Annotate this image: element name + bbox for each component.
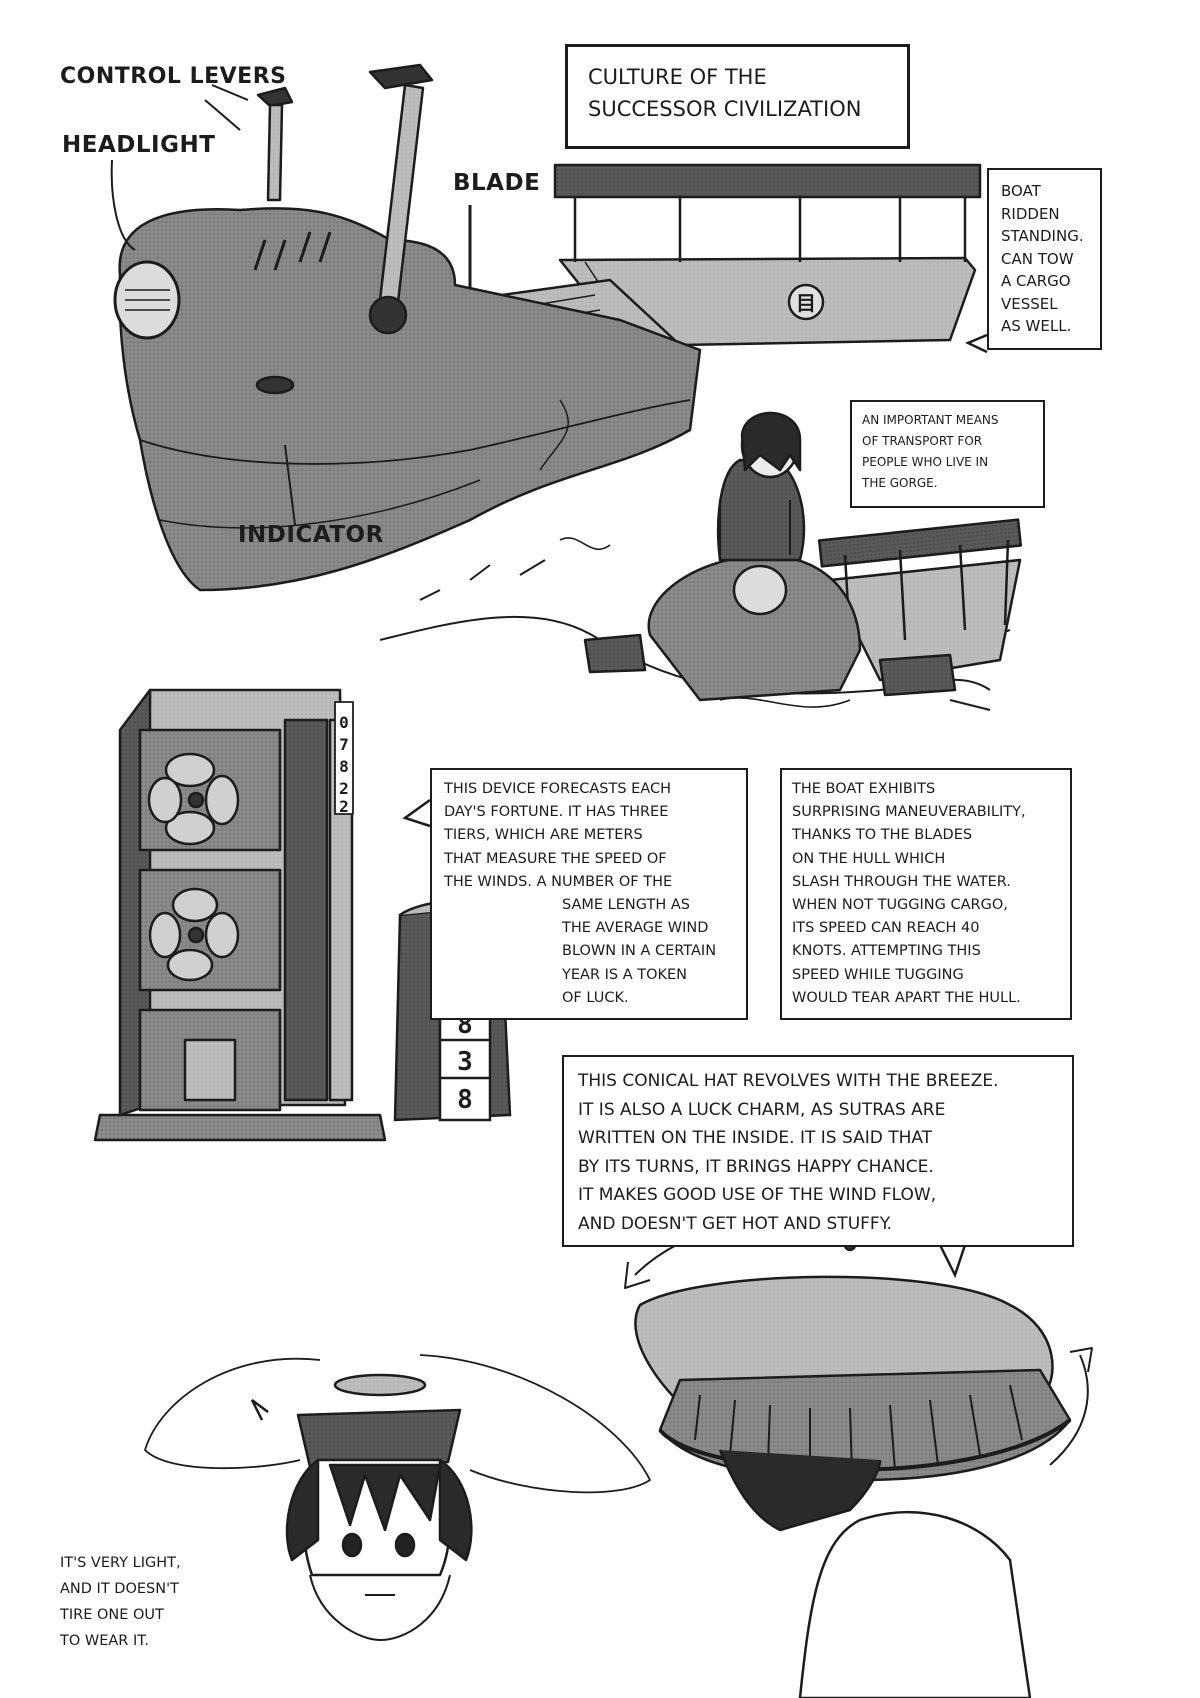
caption-device-line: DAY'S FORTUNE. IT HAS THREE bbox=[444, 804, 669, 821]
rider-illustration bbox=[379, 411, 1023, 711]
caption-maneuver-line: THANKS TO THE BLADES bbox=[792, 827, 973, 844]
caption-maneuver-line: SURPRISING MANEUVERABILITY, bbox=[792, 804, 1026, 821]
page-title-line-2: SUCCESSOR CIVILIZATION bbox=[588, 97, 862, 121]
page-title-box: CULTURE OF THE SUCCESSOR CIVILIZATION bbox=[565, 44, 910, 149]
caption-hat-line: WRITTEN ON THE INSIDE. IT IS SAID THAT bbox=[578, 1128, 933, 1148]
caption-device-line: THAT MEASURE THE SPEED OF bbox=[444, 850, 667, 867]
caption-boat-line: CAN TOW bbox=[1001, 249, 1074, 268]
label-headlight: HEADLIGHT bbox=[62, 132, 216, 158]
caption-maneuver-line: KNOTS. ATTEMPTING THIS bbox=[792, 943, 981, 960]
caption-transport-line: PEOPLE WHO LIVE IN bbox=[862, 455, 989, 469]
label-blade: BLADE bbox=[453, 170, 541, 196]
caption-hat-line: IT IS ALSO A LUCK CHARM, AS SUTRAS ARE bbox=[578, 1099, 946, 1120]
tall-digit-1: 0 bbox=[339, 713, 349, 732]
boat-illustration bbox=[110, 63, 982, 592]
caption-light-line: IT'S VERY LIGHT, bbox=[60, 1555, 181, 1571]
fortune-device-illustration bbox=[93, 688, 387, 1142]
caption-device-line: THE AVERAGE WIND bbox=[562, 920, 709, 937]
caption-transport: AN IMPORTANT MEANS OF TRANSPORT FOR PEOP… bbox=[850, 400, 1045, 508]
caption-light-line: TIRE ONE OUT bbox=[60, 1607, 164, 1623]
caption-hat-line: IT MAKES GOOD USE OF THE WIND FLOW, bbox=[578, 1185, 937, 1205]
caption-boat-line: AS WELL. bbox=[1001, 317, 1072, 335]
caption-maneuver-line: SPEED WHILE TUGGING bbox=[792, 966, 964, 983]
caption-device-line: SAME LENGTH AS bbox=[562, 897, 690, 914]
caption-boat-line: STANDING. bbox=[1001, 227, 1084, 245]
label-indicator: INDICATOR bbox=[238, 522, 384, 548]
small-digit-4: 3 bbox=[457, 1047, 473, 1077]
caption-maneuver-line: WOULD TEAR APART THE HULL. bbox=[792, 989, 1021, 1006]
caption-boat-line: A CARGO bbox=[1001, 272, 1071, 290]
caption-boat-line: BOAT bbox=[1001, 182, 1041, 200]
caption-transport-line: OF TRANSPORT FOR bbox=[862, 434, 983, 448]
hat-wearer-illustration bbox=[144, 1354, 651, 1641]
caption-device-line: YEAR IS A TOKEN bbox=[562, 966, 688, 983]
caption-hat-line: AND DOESN'T GET HOT AND STUFFY. bbox=[578, 1213, 893, 1234]
caption-maneuver-line: ON THE HULL WHICH bbox=[792, 850, 946, 867]
caption-device-line: BLOWN IN A CERTAIN bbox=[562, 943, 717, 960]
caption-boat-line: RIDDEN bbox=[1001, 204, 1060, 223]
rotating-hat-illustration bbox=[624, 1213, 1093, 1698]
label-control-levers: CONTROL LEVERS bbox=[60, 64, 287, 89]
caption-device-line: THIS DEVICE FORECASTS EACH bbox=[444, 781, 672, 797]
caption-maneuver-line: WHEN NOT TUGGING CARGO, bbox=[792, 897, 1008, 914]
caption-device-line: TIERS, WHICH ARE METERS bbox=[444, 827, 643, 844]
caption-light-line: TO WEAR IT. bbox=[60, 1633, 150, 1649]
caption-transport-line: AN IMPORTANT MEANS bbox=[862, 413, 999, 427]
caption-hat-line: THIS CONICAL HAT REVOLVES WITH THE BREEZ… bbox=[578, 1071, 999, 1091]
caption-device-line: THE WINDS. A NUMBER OF THE bbox=[444, 873, 673, 890]
caption-maneuver-line: ITS SPEED CAN REACH 40 bbox=[792, 920, 980, 937]
tall-digit-4: 2 bbox=[339, 779, 349, 798]
tall-digit-5: 2 bbox=[339, 797, 349, 816]
tall-meter-digits: 0 7 8 2 2 bbox=[339, 713, 349, 816]
page-title-line-1: CULTURE OF THE bbox=[588, 65, 767, 89]
small-digit-5: 8 bbox=[457, 1085, 473, 1115]
caption-light-line: AND IT DOESN'T bbox=[60, 1581, 179, 1597]
hull-emblem: 目 bbox=[796, 291, 816, 315]
caption-maneuver-line: THE BOAT EXHIBITS bbox=[792, 781, 936, 797]
caption-transport-line: THE GORGE. bbox=[862, 476, 938, 490]
caption-fortune-device: THIS DEVICE FORECASTS EACH DAY'S FORTUNE… bbox=[430, 768, 748, 1020]
caption-boat-line: VESSEL bbox=[1001, 294, 1058, 313]
caption-very-light: IT'S VERY LIGHT, AND IT DOESN'T TIRE ONE… bbox=[60, 1550, 181, 1654]
tall-digit-2: 7 bbox=[339, 735, 349, 754]
caption-device-line: OF LUCK. bbox=[562, 989, 629, 1006]
caption-maneuverability: THE BOAT EXHIBITS SURPRISING MANEUVERABI… bbox=[780, 768, 1072, 1020]
caption-boat: BOAT RIDDEN STANDING. CAN TOW A CARGO VE… bbox=[987, 168, 1102, 350]
caption-conical-hat: THIS CONICAL HAT REVOLVES WITH THE BREEZ… bbox=[562, 1055, 1074, 1247]
caption-maneuver-line: SLASH THROUGH THE WATER. bbox=[792, 873, 1011, 890]
tall-digit-3: 8 bbox=[339, 757, 349, 776]
caption-hat-line: BY ITS TURNS, IT BRINGS HAPPY CHANCE. bbox=[578, 1156, 934, 1177]
